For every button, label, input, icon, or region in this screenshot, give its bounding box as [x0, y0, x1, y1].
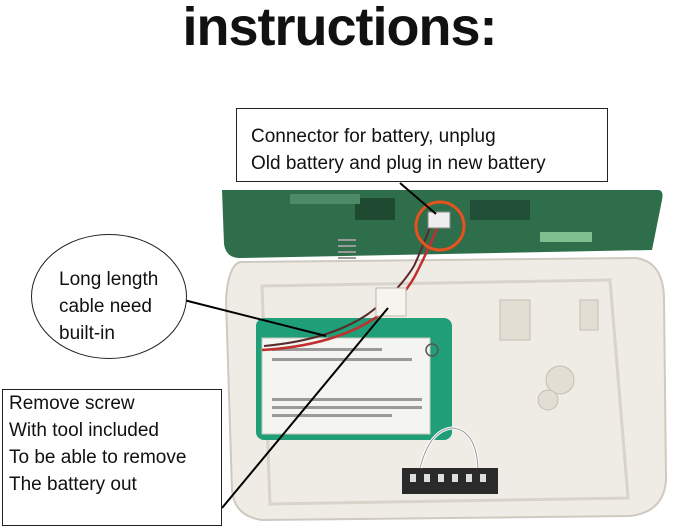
callout-line: Connector for battery, unplug [251, 126, 496, 147]
callout-line: The battery out [9, 474, 137, 495]
pointer-cable [167, 295, 327, 337]
board-label [290, 194, 360, 204]
page-title: instructions: [182, 0, 497, 57]
callout-line: Long length [59, 269, 159, 290]
board-label [540, 232, 592, 242]
highlight-circle [414, 200, 466, 252]
screw-post [375, 287, 407, 317]
callout-line: cable need [59, 296, 152, 317]
callout-line: To be able to remove [9, 447, 187, 468]
callout-line: built-in [59, 323, 115, 344]
cable-callout: Long length cable need built-in [31, 234, 187, 359]
callout-line: Old battery and plug in new battery [251, 153, 546, 174]
callout-line: Remove screw [9, 393, 135, 414]
pointer-screw [221, 307, 389, 509]
connector-plug [427, 211, 451, 229]
mounting-features [499, 299, 599, 411]
white-wire [419, 427, 479, 469]
battery-symbol [425, 343, 439, 357]
screw-callout: Remove screw With tool included To be ab… [2, 389, 222, 526]
board-chip [470, 200, 530, 220]
connector-callout: Connector for battery, unplug Old batter… [236, 108, 608, 182]
battery-label [261, 337, 431, 435]
spring [338, 239, 356, 259]
callout-line: With tool included [9, 420, 159, 441]
pointer-connector [399, 182, 437, 215]
board-chip [355, 198, 395, 220]
